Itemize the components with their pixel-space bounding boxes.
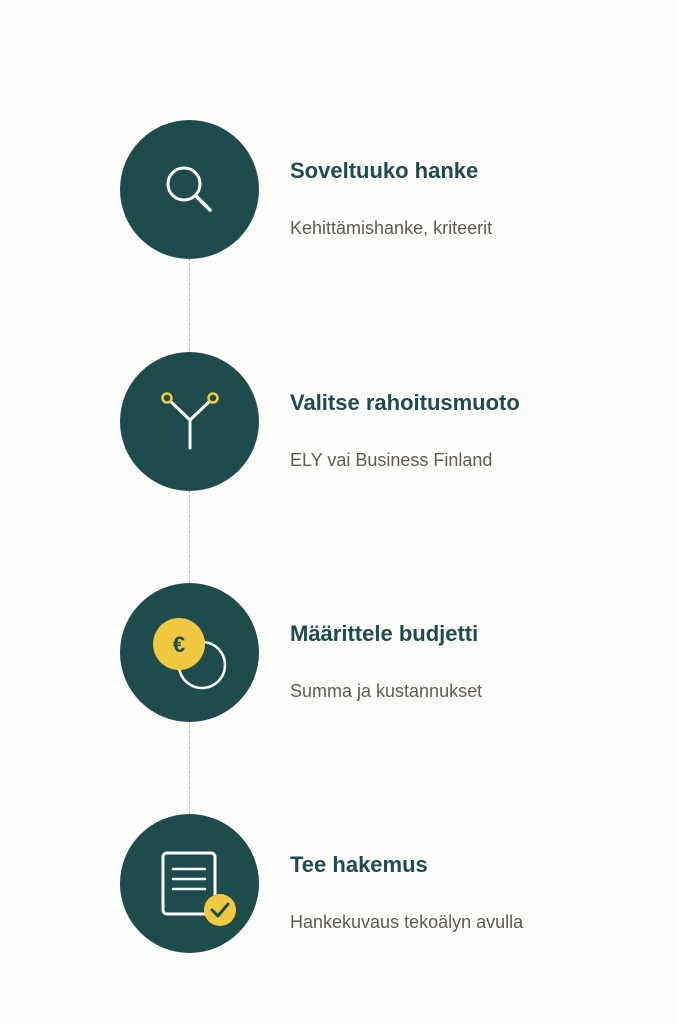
- step-tee-hakemus: Tee hakemus Hankekuvaus tekoälyn avulla: [0, 814, 677, 954]
- step-subtitle: ELY vai Business Finland: [290, 450, 493, 470]
- step-circle: [120, 120, 259, 259]
- step-circle: [120, 352, 259, 491]
- connector-line: [189, 721, 190, 814]
- step-title: Valitse rahoitusmuoto: [290, 390, 520, 415]
- step-subtitle: Kehittämishanke, kriteerit: [290, 218, 493, 238]
- document-check-icon: [161, 851, 236, 926]
- step-maarittele-budjetti: € Määrittele budjetti Summa ja kustannuk…: [0, 583, 677, 723]
- step-title: Soveltuuko hanke: [290, 158, 479, 183]
- step-circle: [120, 814, 259, 953]
- step-valitse-rahoitusmuoto: Valitse rahoitusmuoto ELY vai Business F…: [0, 352, 677, 492]
- euro-coin-icon: €: [153, 618, 227, 690]
- fork-icon: [161, 392, 219, 450]
- step-circle: €: [120, 583, 259, 722]
- euro-symbol: €: [173, 632, 185, 657]
- step-title: Tee hakemus: [290, 852, 428, 877]
- connector-line: [189, 258, 190, 351]
- step-soveltuuko-hanke: Soveltuuko hanke Kehittämishanke, kritee…: [0, 120, 677, 260]
- step-subtitle: Summa ja kustannukset: [290, 681, 483, 701]
- connector-line: [189, 490, 190, 583]
- step-title: Määrittele budjetti: [290, 621, 479, 646]
- search-icon: [166, 166, 212, 212]
- step-subtitle: Hankekuvaus tekoälyn avulla: [290, 912, 524, 932]
